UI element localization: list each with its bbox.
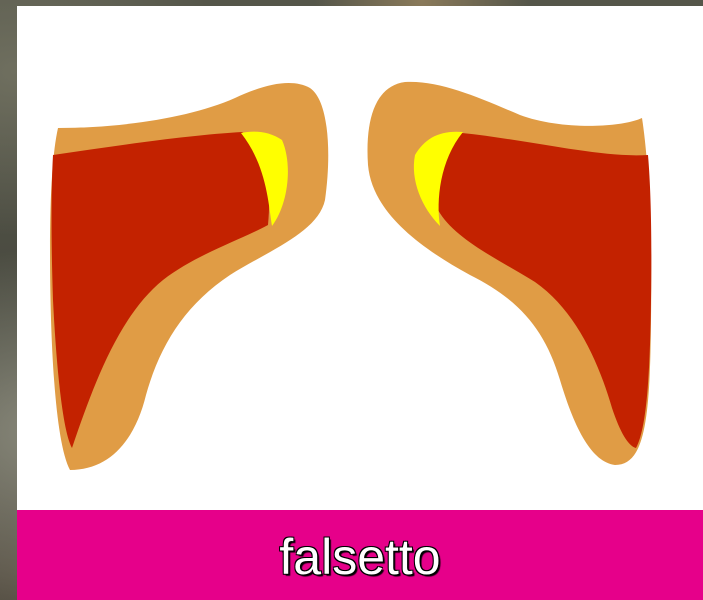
caption-bar: falsetto <box>17 510 703 600</box>
right-vocal-fold <box>367 82 651 465</box>
caption-label: falsetto <box>279 532 440 582</box>
left-vocal-fold <box>50 83 328 470</box>
vocal-folds-diagram <box>0 0 703 510</box>
